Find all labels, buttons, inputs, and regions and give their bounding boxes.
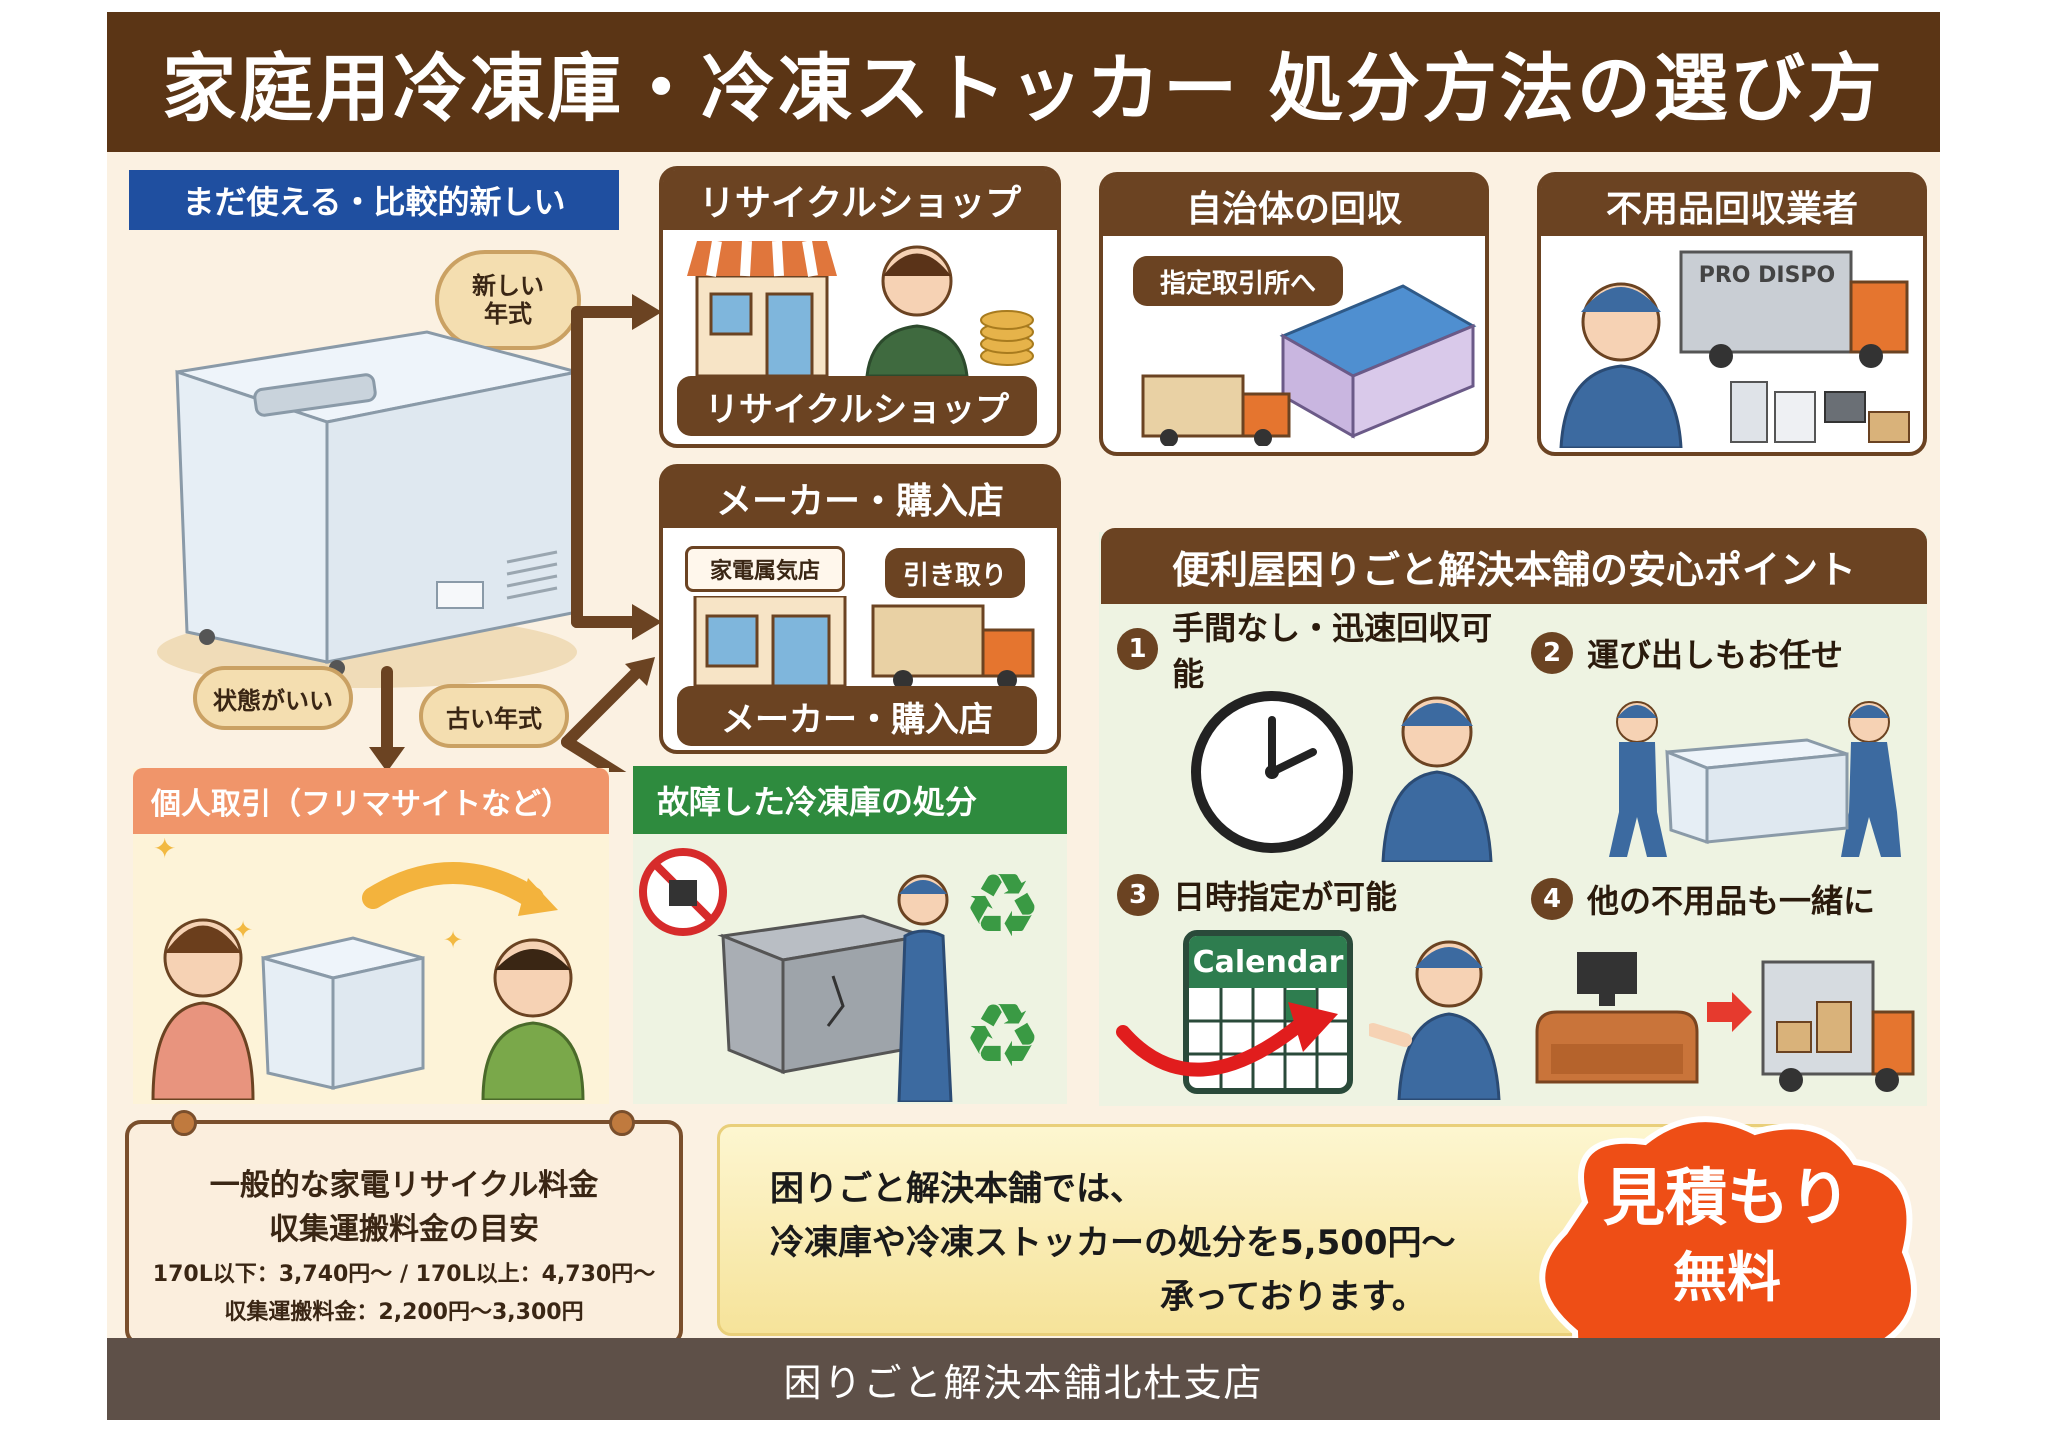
maker-store-title: メーカー・購入店 xyxy=(715,481,1004,522)
calendar-icon: Calendar xyxy=(1183,930,1353,1094)
points-header: 便利屋困りごと解決本舗の安心ポイント xyxy=(1101,528,1927,604)
designated-site-tag: 指定取引所へ xyxy=(1133,256,1343,306)
footer-text: 困りごと解決本舗北杜支店 xyxy=(783,1360,1264,1405)
recycle-shop-label: リサイクルショップ xyxy=(677,376,1037,436)
fee-detail-1: 170L以下：3,740円～ / 170L以上：4,730円～ xyxy=(129,1256,679,1288)
bubble-old-model-label: 古い年式 xyxy=(446,704,542,733)
recycle-shop-card: リサイクルショップ リサイクルショップ xyxy=(659,166,1061,448)
recycle-shop-label-text: リサイクルショップ xyxy=(704,389,1010,430)
badge-line-1: 見積もり xyxy=(1602,1161,1851,1234)
footer-bar: 困りごと解決本舗北杜支店 xyxy=(107,1338,1940,1420)
promo-line-3: 承っております。 xyxy=(1160,1269,1426,1318)
maker-store-label: メーカー・購入店 xyxy=(677,686,1037,746)
appliance-store-sign-label: 家電属気店 xyxy=(709,559,820,584)
point-3-text: 日時指定が可能 xyxy=(1173,878,1398,916)
municipal-illustration xyxy=(1141,284,1477,446)
recycle-shop-header: リサイクルショップ xyxy=(663,170,1057,230)
collector-header: 不用品回収業者 xyxy=(1541,176,1923,236)
calendar-header: Calendar xyxy=(1189,936,1347,988)
fee-detail-1-text: 170L以下：3,740円～ / 170L以上：4,730円～ xyxy=(152,1262,656,1287)
point-1: 1 手間なし・迅速回収可能 xyxy=(1117,609,1517,693)
truck-logo-label: PRO DISPO xyxy=(1698,263,1836,288)
pin-right-icon xyxy=(609,1110,635,1136)
clock-icon xyxy=(1191,691,1493,862)
municipal-title: 自治体の回収 xyxy=(1185,189,1402,230)
svg-text:✦: ✦ xyxy=(443,926,463,954)
chest-freezer-illustration xyxy=(157,330,579,688)
usable-tag-label: まだ使える・比較的新しい xyxy=(182,183,566,221)
personal-trade-panel: 個人取引（フリマサイトなど） ✦ ✦ ✦ xyxy=(133,768,609,1104)
maker-store-header: メーカー・購入店 xyxy=(663,468,1057,528)
usable-tag: まだ使える・比較的新しい xyxy=(129,170,619,230)
fee-title-1: 一般的な家電リサイクル料金 xyxy=(129,1160,679,1204)
promo-line-1: 困りごと解決本舗では、 xyxy=(770,1161,1144,1210)
point-3: 3 日時指定が可能 xyxy=(1117,870,1517,920)
promo-line-2-text: 冷凍庫や冷凍ストッカーの処分を5,500円～ xyxy=(770,1223,1456,1263)
svg-text:♻: ♻ xyxy=(963,984,1042,1087)
broken-freezer-illustration: ♻ ♻ xyxy=(639,848,1042,1102)
broken-freezer-header: 故障した冷凍庫の処分 xyxy=(633,766,1067,834)
point-2-number: 2 xyxy=(1531,632,1573,674)
maker-store-card: メーカー・購入店 家電属気店 引き取り メーカー・購入店 xyxy=(659,464,1061,754)
maker-store-illustration xyxy=(693,596,1035,686)
collector-title: 不用品回収業者 xyxy=(1605,189,1858,230)
point-1-text: 手間なし・迅速回収可能 xyxy=(1172,609,1493,693)
point-4-text: 他の不用品も一緒に xyxy=(1587,882,1876,920)
designated-site-tag-label: 指定取引所へ xyxy=(1159,268,1316,299)
flow-arrows xyxy=(369,294,662,772)
personal-trade-illustration: ✦ ✦ ✦ xyxy=(151,838,585,1100)
fee-detail-2: 収集運搬料金：2,200円～3,300円 xyxy=(129,1294,679,1326)
pickup-tag: 引き取り xyxy=(885,548,1025,598)
fee-detail-2-text: 収集運搬料金：2,200円～3,300円 xyxy=(224,1300,584,1325)
bubble-good-condition-label: 状態がいい xyxy=(213,686,333,715)
promo-line-2: 冷凍庫や冷凍ストッカーの処分を5,500円～ xyxy=(770,1215,1456,1264)
municipal-card: 自治体の回収 指定取引所へ xyxy=(1099,172,1489,456)
bubble-good-condition: 状態がいい xyxy=(193,666,353,730)
svg-text:✦: ✦ xyxy=(153,838,176,865)
point-3-number: 3 xyxy=(1117,874,1159,916)
bubble-old-model: 古い年式 xyxy=(419,684,569,748)
appliance-store-sign: 家電属気店 xyxy=(685,546,845,592)
free-estimate-badge: 見積もり 無料 xyxy=(1537,1160,1917,1340)
promo-line-1-text: 困りごと解決本舗では、 xyxy=(770,1169,1144,1209)
recycle-shop-title: リサイクルショップ xyxy=(698,183,1022,224)
municipal-header: 自治体の回収 xyxy=(1103,176,1485,236)
fee-note: 一般的な家電リサイクル料金 収集運搬料金の目安 170L以下：3,740円～ /… xyxy=(125,1110,683,1346)
pin-left-icon xyxy=(171,1110,197,1136)
point-1-number: 1 xyxy=(1117,628,1159,670)
promo-line-3-text: 承っております。 xyxy=(1160,1277,1426,1317)
collector-illustration xyxy=(1559,250,1910,448)
point-4-number: 4 xyxy=(1531,878,1573,920)
carry-freezer-illustration xyxy=(1609,701,1901,857)
worker-pointing-illustration xyxy=(1369,940,1501,1100)
fee-title-2: 収集運搬料金の目安 xyxy=(129,1204,679,1248)
other-items-illustration xyxy=(1535,952,1915,1092)
broken-freezer-panel: 故障した冷凍庫の処分 ♻ ♻ xyxy=(633,766,1067,1104)
truck-logo-text: PRO DISPO xyxy=(1687,262,1847,322)
points-title: 便利屋困りごと解決本舗の安心ポイント xyxy=(1171,547,1856,592)
fee-title-2-text: 収集運搬料金の目安 xyxy=(269,1212,539,1247)
fee-title-1-text: 一般的な家電リサイクル料金 xyxy=(209,1168,599,1203)
svg-text:♻: ♻ xyxy=(963,854,1042,957)
svg-text:✦: ✦ xyxy=(233,916,253,944)
bubble-new-model: 新しい年式 xyxy=(435,250,581,350)
point-4: 4 他の不用品も一緒に xyxy=(1531,874,1921,924)
point-2-text: 運び出しもお任せ xyxy=(1587,636,1844,674)
bubble-new-model-label: 新しい年式 xyxy=(472,272,544,328)
page-title: 家庭用冷凍庫・冷凍ストッカー 処分方法の選び方 xyxy=(162,45,1885,132)
point-2: 2 運び出しもお任せ xyxy=(1531,628,1921,678)
page-title-bar: 家庭用冷凍庫・冷凍ストッカー 処分方法の選び方 xyxy=(107,12,1940,152)
collector-card: 不用品回収業者 PRO DISPO xyxy=(1537,172,1927,456)
personal-trade-title: 個人取引（フリマサイトなど） xyxy=(151,787,571,822)
personal-trade-header: 個人取引（フリマサイトなど） xyxy=(133,768,609,834)
pickup-tag-label: 引き取り xyxy=(902,560,1007,591)
maker-store-label-text: メーカー・購入店 xyxy=(721,699,993,740)
red-arrow-icon xyxy=(1116,1002,1338,1077)
calendar-label: Calendar xyxy=(1192,944,1344,980)
recycle-shop-illustration xyxy=(687,240,1034,376)
badge-line-2: 無料 xyxy=(1673,1246,1781,1309)
poster: 家庭用冷凍庫・冷凍ストッカー 処分方法の選び方 まだ使える・比較的新しい 新しい… xyxy=(107,12,1940,1420)
broken-freezer-title: 故障した冷凍庫の処分 xyxy=(657,783,978,821)
